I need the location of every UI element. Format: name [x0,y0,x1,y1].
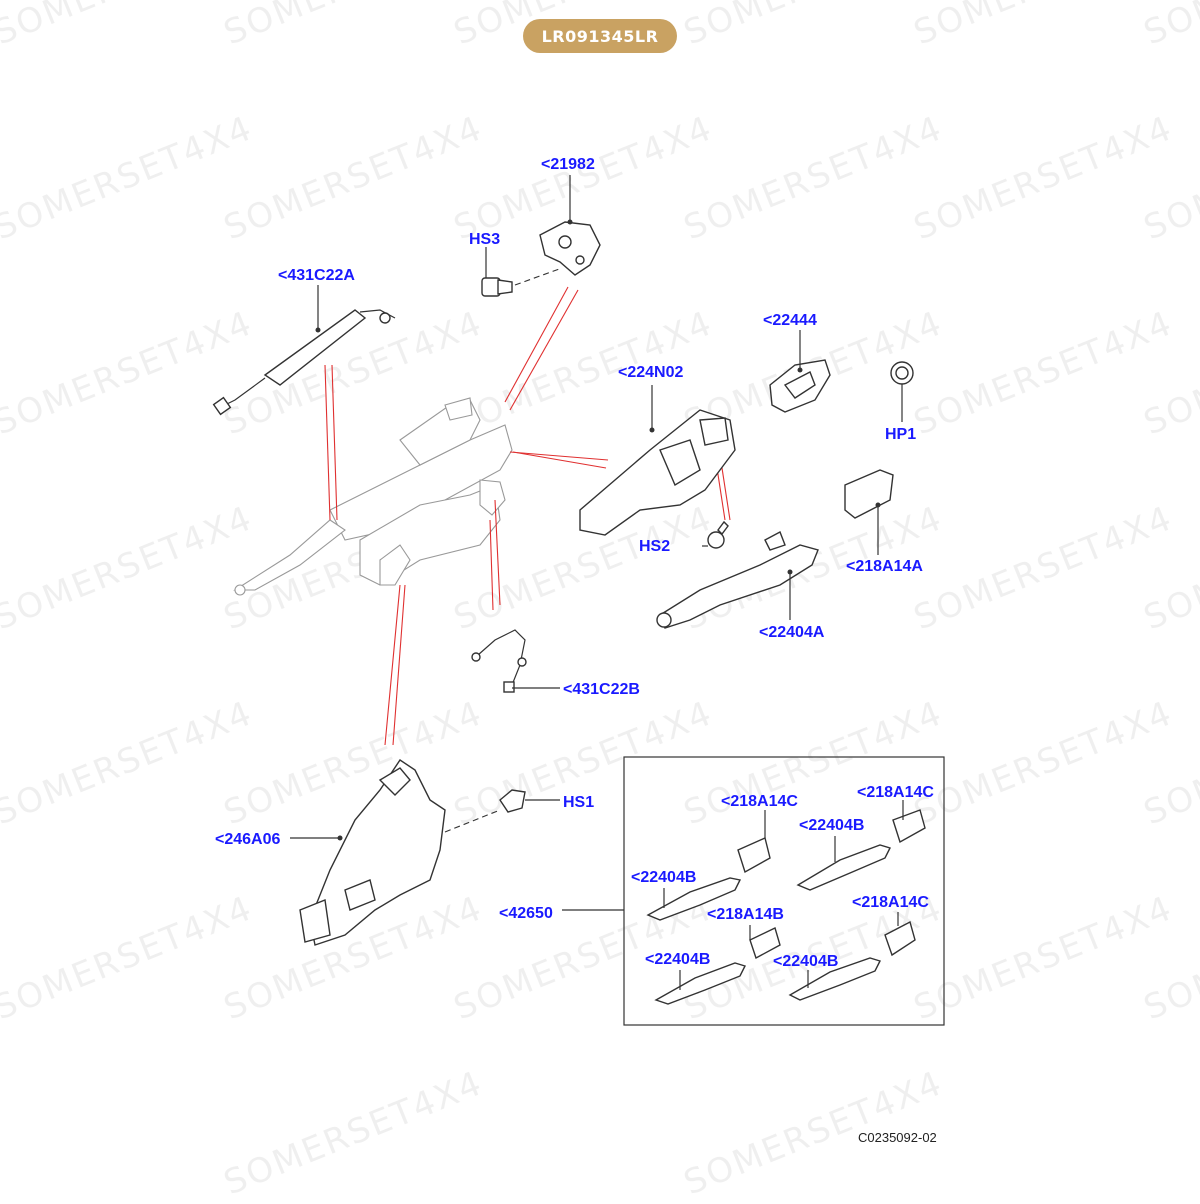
callout-inset-218a14c[interactable]: <218A14C [721,793,798,810]
callout-inset-218a14c[interactable]: <218A14C [852,894,929,911]
watermark-text: SOMERSET4X4 [908,108,1178,248]
callout-218a14a[interactable]: <218A14A [846,558,923,575]
part-number-badge: LR091345LR [523,19,677,53]
callout-inset-218a14c[interactable]: <218A14C [857,784,934,801]
assembled-door-handle-view [233,397,513,596]
watermark-text: SOMERSET4X4 [218,693,488,833]
watermark-text: SOMERSET4X4 [0,693,259,833]
callout-431c22b[interactable]: <431C22B [563,681,640,698]
watermark-text: SOMERSET4X4 [678,0,948,53]
plug-hp1 [890,361,914,422]
outer-handle-22404a [656,531,819,629]
watermark-text: SOMERSET4X4 [0,888,259,1028]
callout-inset-22404b[interactable]: <22404B [631,869,697,886]
watermark-text: SOMERSET4X4 [908,498,1178,638]
watermark-text: SOMERSET4X4 [908,693,1178,833]
kit-42650-inset [562,756,945,1026]
callout-431c22a[interactable]: <431C22A [278,267,355,284]
callout-42650[interactable]: <42650 [499,905,553,922]
watermark-text: SOMERSET4X4 [0,108,259,248]
callout-inset-218a14b[interactable]: <218A14B [707,906,784,923]
watermark-text: SOMERSET4X4 [678,693,948,833]
watermark-text: SOMERSET4X4 [448,693,718,833]
watermark-text: SOMERSET4X4 [908,303,1178,443]
callout-246a06[interactable]: <246A06 [215,831,281,848]
watermark-text: SOMERSET4X4 [0,303,259,443]
watermark-text: SOMERSET4X4 [678,108,948,248]
screw-hs3 [481,247,563,297]
watermark-text: SOMERSET4X4 [218,108,488,248]
callout-inset-22404b[interactable]: <22404B [773,953,839,970]
drawing-reference: C0235092-02 [858,1130,937,1145]
cable-431c22a [212,285,396,416]
callout-hs1[interactable]: HS1 [563,794,595,811]
watermark-text: SOMERSET4X4 [218,0,488,53]
screw-hs2 [702,520,729,549]
watermark-text: SOMERSET4X4 [908,888,1178,1028]
callout-hp1[interactable]: HP1 [885,426,917,443]
callout-hs3[interactable]: HS3 [469,231,501,248]
callout-inset-22404b[interactable]: <22404B [799,817,865,834]
screw-hs1 [444,789,560,833]
callout-22404a[interactable]: <22404A [759,624,825,641]
callout-hs2[interactable]: HS2 [639,538,671,555]
watermark-text: SOMERSET4X4 [218,1063,488,1200]
inset-frame [623,756,945,1026]
handle-cap-218a14a [844,469,894,555]
bezel-22444 [769,330,831,413]
door-latch-246a06 [290,759,446,946]
callout-22444[interactable]: <22444 [763,312,817,329]
striker-plate-21982 [539,175,601,276]
watermark-text: SOMERSET4X4 [0,498,259,638]
watermark-text: SOMERSET4X4 [0,0,259,53]
handle-bracket-224n02 [579,385,736,536]
watermark-text: SOMERSET4X4 [1138,0,1200,53]
callout-inset-22404b[interactable]: <22404B [645,951,711,968]
callout-224n02[interactable]: <224N02 [618,364,684,381]
watermark-text: SOMERSET4X4 [908,0,1178,53]
cable-431c22b [471,629,560,693]
callout-21982[interactable]: <21982 [541,156,595,173]
